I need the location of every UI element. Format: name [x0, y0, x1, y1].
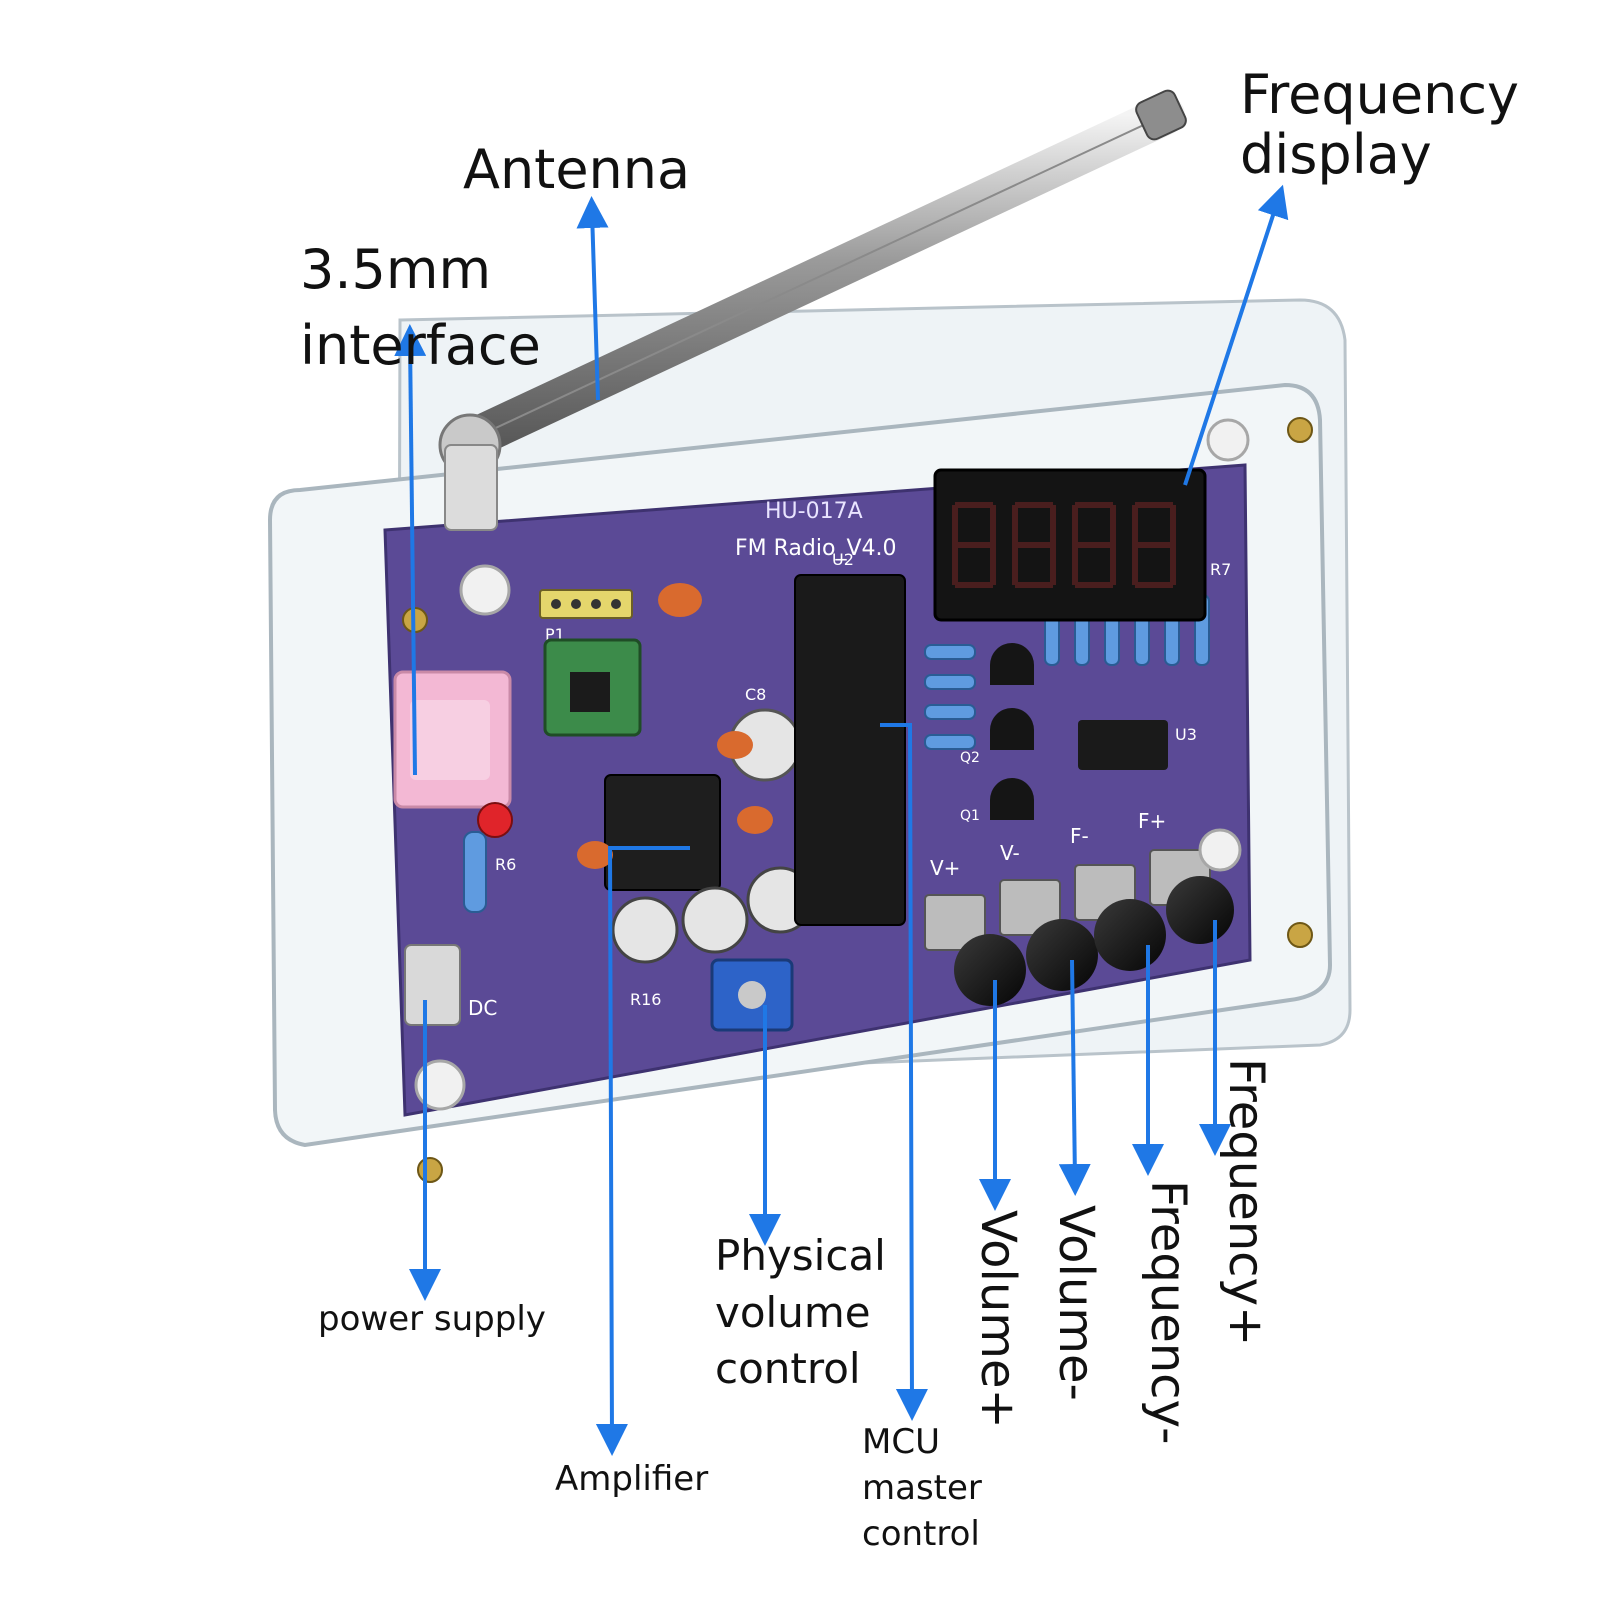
ceramic-capacitor — [717, 731, 753, 759]
label-volume-minus: Volume- — [1048, 1205, 1104, 1401]
amplifier-ic — [604, 774, 721, 891]
label-mcu-master-control: MCU master control — [862, 1422, 982, 1554]
label-3-5mm-interface: 3.5mm interface — [300, 238, 541, 377]
capacitor — [681, 886, 749, 954]
arrow-volume-minus — [1058, 959, 1091, 1196]
red-led — [477, 802, 513, 838]
ceramic-capacitor — [737, 806, 773, 834]
label-frequency-minus: Frequency- — [1140, 1180, 1196, 1445]
arrow-3-5mm-interface — [394, 324, 427, 776]
label-q1: Q1 — [960, 808, 980, 824]
label-frequency-plus: Frequency+ — [1218, 1058, 1274, 1347]
svg-text:V+: V+ — [930, 856, 960, 880]
dc-jack — [404, 944, 461, 1026]
resistor-r6 — [463, 831, 487, 913]
telescopic-antenna — [438, 89, 1187, 531]
label-physical-volume-control: Physical volume control — [715, 1231, 886, 1394]
arrow-antenna — [576, 196, 609, 401]
arrow-mcu — [880, 723, 928, 1421]
svg-text:F+: F+ — [1138, 809, 1166, 833]
label-antenna: Antenna — [463, 138, 691, 201]
callout-arrows — [394, 184, 1289, 1456]
ceramic-capacitor — [577, 841, 613, 869]
label-amplifier: Amplifier — [555, 1459, 709, 1499]
label-u2: U2 — [832, 550, 854, 569]
button-frequency-minus: F- — [1070, 824, 1166, 971]
arrow-amplifier — [595, 846, 690, 1456]
svg-text:F-: F- — [1070, 824, 1089, 848]
label-r6: R6 — [495, 855, 516, 874]
button-volume-minus: V- — [999, 841, 1098, 991]
label-volume-plus: Volume+ — [970, 1210, 1026, 1429]
mcu-chip — [794, 574, 906, 926]
capacitor — [611, 896, 679, 964]
standoffs — [414, 418, 1250, 1111]
transistors — [990, 643, 1034, 820]
label-frequency-display: Frequency display — [1240, 63, 1519, 187]
header-p1 — [539, 589, 633, 619]
button-volume-plus: V+ — [924, 856, 1026, 1006]
label-power-supply: power supply — [318, 1299, 546, 1339]
label-c8: C8 — [745, 685, 766, 704]
svg-text:V-: V- — [1000, 841, 1020, 865]
pcb-top-code: HU-017A — [765, 499, 863, 524]
label-dc: DC — [468, 996, 497, 1020]
label-r16: R16 — [630, 990, 661, 1009]
label-q2: Q2 — [960, 750, 980, 766]
label-r7: R7 — [1210, 560, 1231, 579]
ceramic-capacitor — [658, 583, 702, 617]
chip-u3 — [1078, 720, 1168, 770]
label-u3: U3 — [1175, 725, 1197, 744]
arrow-frequency-display — [1183, 184, 1289, 486]
display-digit — [952, 502, 1176, 588]
pcb-model-text: FM Radio_V4.0 — [735, 536, 897, 561]
